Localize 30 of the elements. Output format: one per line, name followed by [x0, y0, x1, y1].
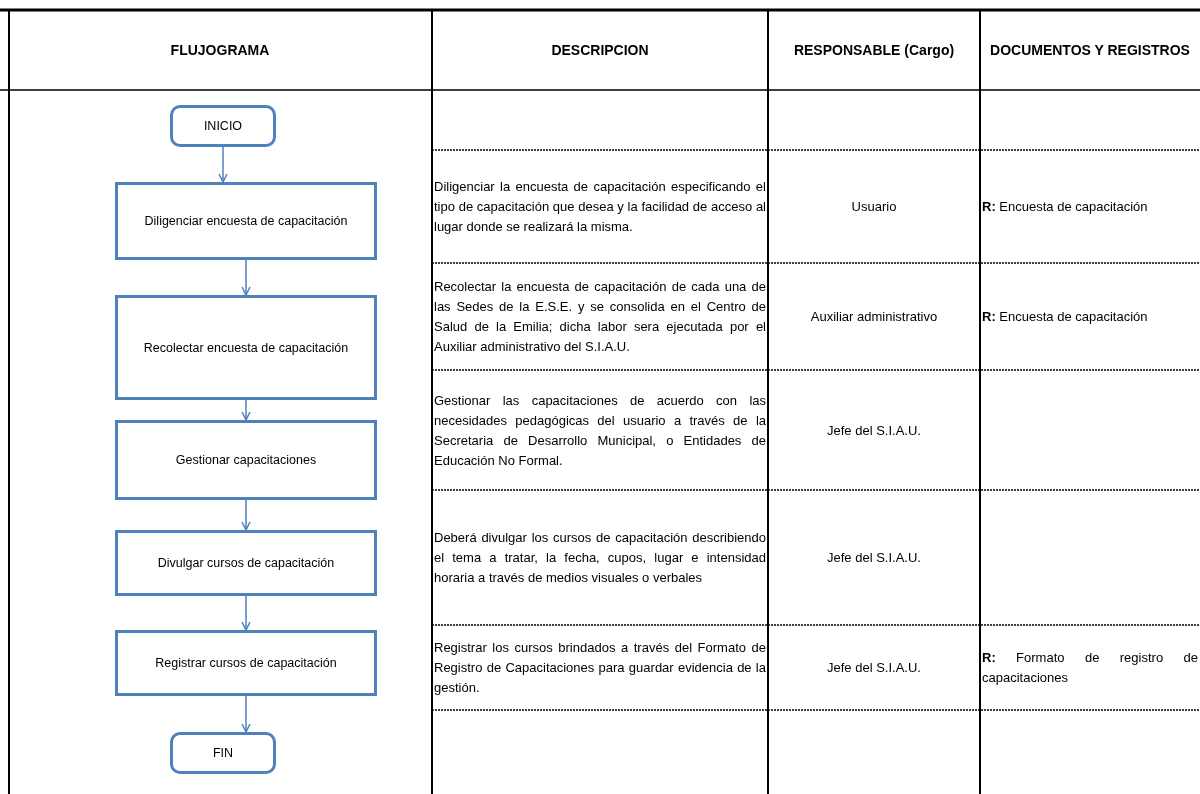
start-terminal: INICIO — [170, 105, 276, 147]
process-box: Diligenciar encuesta de capacitación — [115, 182, 377, 260]
responsible-text: Usuario — [851, 198, 897, 216]
description-text: Registrar los cursos brindados a través del Formato de Registro de Capacitaciones para guardar evidencia de la gestión. — [434, 639, 766, 697]
arrow — [241, 499, 251, 531]
arrow — [241, 259, 251, 296]
responsible-text: Jefe del S.I.A.U. — [827, 549, 921, 567]
column-header: DOCUMENTOS Y REGISTROS — [990, 41, 1190, 60]
column-header: DESCRIPCION — [551, 41, 649, 60]
description-text: Diligenciar la encuesta de capacitación especificando el tipo de capacitación que desea y la facilidad de acceso al lugar donde se realizará la misma. — [434, 178, 766, 236]
responsible-text: Auxiliar administrativo — [810, 308, 938, 326]
description-text: Gestionar las capacitaciones de acuerdo con las necesidades pedagógicas del usuario a través de la Secretaria de Desarrollo Municipal, o Entidades de Educación No Formal. — [434, 391, 766, 470]
process-box: Recolectar encuesta de capacitación — [115, 295, 377, 400]
end-terminal: FIN — [170, 732, 276, 774]
arrow — [241, 695, 251, 733]
process-box: Gestionar capacitaciones — [115, 420, 377, 500]
responsible-text: Jefe del S.I.A.U. — [827, 659, 921, 677]
process-box: Divulgar cursos de capacitación — [115, 530, 377, 596]
arrow — [218, 146, 228, 183]
responsible-text: Jefe del S.I.A.U. — [827, 421, 921, 440]
description-text: Recolectar la encuesta de capacitación de cada una de las Sedes de la E.S.E. y se consolida en el Centro de Salud de la Emilia; dicha labor sera ejecutada por el Auxiliar administrativo del S.I.A.U. — [434, 278, 766, 356]
arrow — [241, 595, 251, 631]
column-header: RESPONSABLE (Cargo) — [793, 41, 955, 60]
column-header: FLUJOGRAMA — [170, 41, 270, 60]
process-box: Registrar cursos de capacitación — [115, 630, 377, 696]
document-text: R: Encuesta de capacitación — [982, 308, 1148, 326]
document-text: R: Encuesta de capacitación — [982, 198, 1148, 216]
description-text: Deberá divulgar los cursos de capacitación describiendo el tema a tratar, la fecha, cupos, lugar e intensidad horaria a través de medios visuales o verbales — [434, 529, 766, 587]
arrow — [241, 399, 251, 421]
document-text: R: Formato de registro de capacitaciones — [982, 649, 1198, 687]
